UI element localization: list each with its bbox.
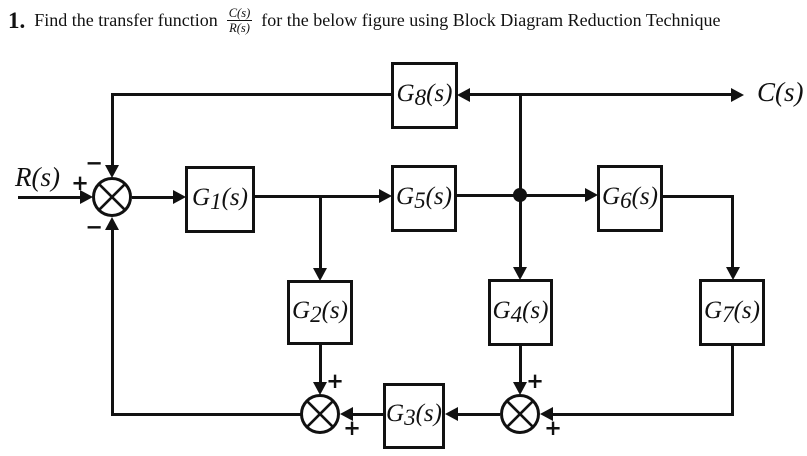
block-g1: G1(s) (185, 166, 255, 233)
arrow-into-g3-icon (445, 407, 458, 421)
arrow-into-sum3-right-icon (540, 407, 553, 421)
block-g8-label: G8(s) (396, 79, 453, 111)
sum1-plus-sign: + (71, 171, 89, 195)
fraction-denominator: R(s) (229, 21, 250, 36)
pickoff-node-icon (513, 188, 527, 202)
wire-corner-down-to-g7 (730, 194, 734, 268)
wire-g3-to-sum2 (351, 412, 383, 416)
sum2-plus-top-sign: + (326, 369, 344, 393)
wire-g8-to-sum1-top (110, 92, 391, 96)
output-signal-label: C(s) (757, 77, 804, 107)
wire-tap-to-g8-and-output (469, 92, 731, 96)
sum1-minus-bottom-sign: − (85, 215, 103, 239)
block-g6-label: G6(s) (602, 182, 658, 214)
block-g4-label: G4(s) (492, 296, 549, 328)
problem-title: 1. Find the transfer function C(s) R(s) … (8, 6, 803, 36)
block-g3-label: G3(s) (386, 400, 442, 431)
arrow-into-sum1-left-icon (80, 190, 93, 204)
summing-junction-bottom-left-icon (299, 393, 341, 435)
arrow-into-sum2-right-icon (340, 407, 353, 421)
arrow-into-output-icon (731, 87, 744, 102)
wire-g2-to-sum2 (318, 345, 322, 383)
wire-sum3-to-g3 (457, 412, 500, 416)
arrow-into-sum1-bottom-icon (105, 217, 119, 230)
wire-feedback-down-to-sum1 (110, 92, 114, 167)
summing-junction-input-icon (91, 176, 133, 218)
sum2-plus-right-sign: + (343, 416, 361, 440)
block-g1-label: G1(s) (192, 183, 248, 215)
arrow-into-sum2-top-icon (313, 382, 327, 395)
summing-junction-bottom-right-icon (499, 393, 541, 435)
arrow-into-g8-icon (457, 87, 470, 102)
arrow-into-g6-icon (585, 188, 598, 202)
block-g7: G7(s) (699, 279, 765, 346)
sum3-plus-top-sign: + (526, 369, 544, 393)
wire-branch-to-g2 (318, 194, 322, 269)
block-g2: G2(s) (287, 280, 353, 345)
problem-number: 1. (8, 7, 26, 33)
arrow-into-g1-icon (173, 190, 186, 204)
block-g6: G6(s) (597, 165, 663, 232)
block-g5-label: G5(s) (396, 182, 452, 214)
arrow-into-sum3-top-icon (513, 382, 527, 395)
wire-sum1-to-g1 (132, 195, 174, 199)
title-text-after: for the below figure using Block Diagram… (261, 10, 721, 31)
sum3-plus-right-sign: + (544, 416, 562, 440)
title-text-before: Find the transfer function (34, 10, 218, 31)
fraction-numerator: C(s) (226, 6, 253, 22)
wire-g7-down-to-corner (730, 346, 734, 416)
wire-node-down-to-g4 (518, 195, 522, 267)
wire-g4-to-sum3 (518, 346, 522, 383)
input-signal-label: R(s) (15, 162, 60, 192)
block-g4: G4(s) (488, 279, 553, 346)
arrow-into-sum1-top-icon (105, 165, 119, 178)
block-g7-label: G7(s) (704, 296, 760, 328)
arrow-into-g5-icon (379, 189, 392, 203)
transfer-function-fraction: C(s) R(s) (226, 6, 253, 36)
sum1-minus-top-sign: − (85, 151, 103, 175)
block-g5: G5(s) (391, 165, 457, 232)
wire-g7-to-sum3 (552, 412, 734, 416)
block-g2-label: G2(s) (292, 296, 348, 328)
block-g3: G3(s) (383, 383, 445, 449)
wire-bottom-feedback-up-to-sum1 (110, 228, 114, 416)
wire-sum2-to-left-corner (110, 412, 301, 416)
wire-g1-to-g5 (255, 194, 379, 198)
wire-node-up-to-tap (518, 92, 522, 189)
wire-g6-to-corner (663, 194, 734, 198)
arrow-into-g4-icon (513, 267, 527, 280)
block-g8: G8(s) (391, 62, 458, 129)
wire-input-to-sum1 (18, 195, 81, 199)
arrow-into-g2-icon (313, 268, 327, 281)
arrow-into-g7-icon (726, 267, 740, 280)
